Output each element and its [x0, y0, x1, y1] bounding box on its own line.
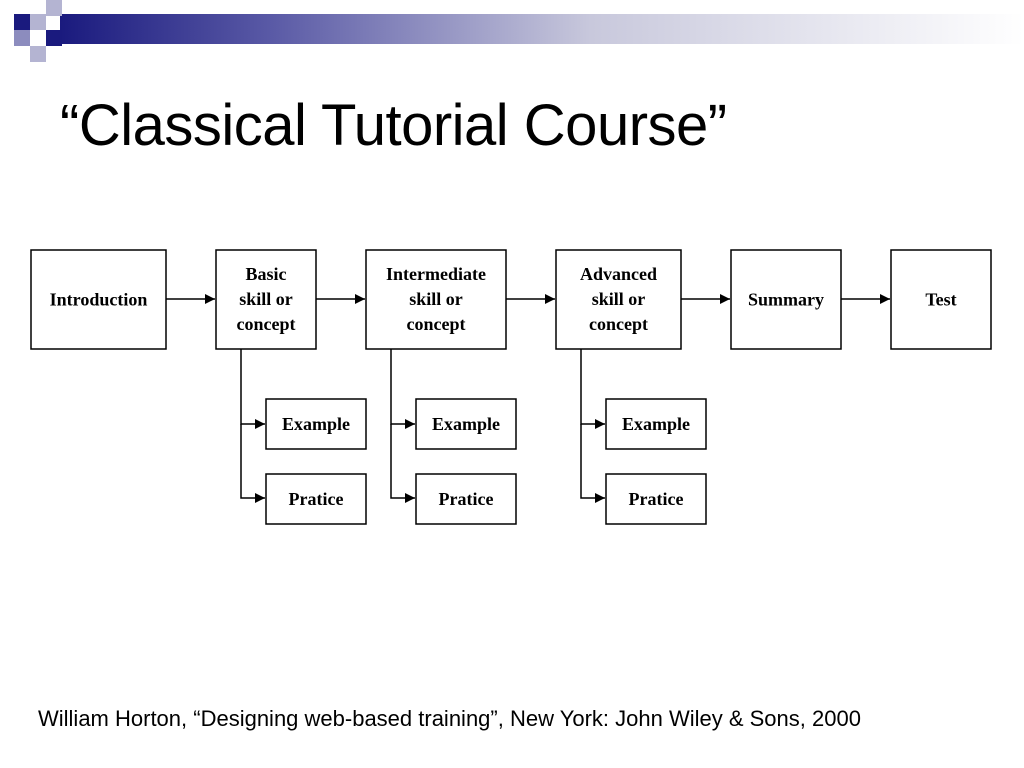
header-square-light-1 — [30, 14, 46, 30]
node-basic-label-1: Basic — [245, 264, 286, 284]
node-intermediate: Intermediate skill or concept — [365, 249, 507, 350]
node-advanced-example: Example — [605, 398, 707, 450]
node-basic-example: Example — [265, 398, 367, 450]
header-square-dark-1 — [14, 14, 30, 30]
header-square-mid-1 — [46, 0, 62, 16]
node-intermediate-example: Example — [415, 398, 517, 450]
edge-basic-to-example — [240, 349, 265, 429]
citation: William Horton, “Designing web-based tra… — [38, 706, 861, 731]
header-square-dark-2 — [46, 30, 62, 46]
node-introduction-label: Introduction — [50, 290, 148, 310]
node-intermediate-practice-label: Pratice — [439, 489, 494, 509]
slide-title: “Classical Tutorial Course” — [60, 93, 727, 158]
node-summary: Summary — [730, 249, 842, 350]
header-gradient-bar — [60, 14, 1024, 44]
node-advanced-example-label: Example — [622, 414, 690, 434]
node-introduction: Introduction — [30, 249, 167, 350]
edge-advanced-to-practice — [580, 424, 605, 503]
node-basic-label-3: concept — [237, 314, 296, 334]
node-advanced: Advanced skill or concept — [555, 249, 682, 350]
node-advanced-label-1: Advanced — [580, 264, 657, 284]
node-advanced-label-3: concept — [589, 314, 648, 334]
node-summary-label: Summary — [748, 290, 824, 310]
node-advanced-practice-label: Pratice — [629, 489, 684, 509]
node-intermediate-example-label: Example — [432, 414, 500, 434]
edge-intermediate-to-example — [390, 349, 415, 429]
node-basic-practice: Pratice — [265, 473, 367, 525]
node-advanced-label-2: skill or — [592, 289, 646, 309]
node-basic: Basic skill or concept — [215, 249, 317, 350]
edge-advanced-to-example — [580, 349, 605, 429]
node-advanced-practice: Pratice — [605, 473, 707, 525]
node-test-label: Test — [925, 290, 956, 310]
node-intermediate-label-3: concept — [407, 314, 466, 334]
edge-intermediate-to-practice — [390, 424, 415, 503]
node-basic-label-2: skill or — [239, 289, 293, 309]
edge-basic-to-practice — [240, 424, 265, 503]
node-intermediate-label-1: Intermediate — [386, 264, 486, 284]
header-square-mid-2 — [14, 30, 30, 46]
node-test: Test — [890, 249, 992, 350]
node-basic-practice-label: Pratice — [289, 489, 344, 509]
node-basic-example-label: Example — [282, 414, 350, 434]
header-square-light-2 — [30, 46, 46, 62]
node-intermediate-practice: Pratice — [415, 473, 517, 525]
node-intermediate-label-2: skill or — [409, 289, 463, 309]
